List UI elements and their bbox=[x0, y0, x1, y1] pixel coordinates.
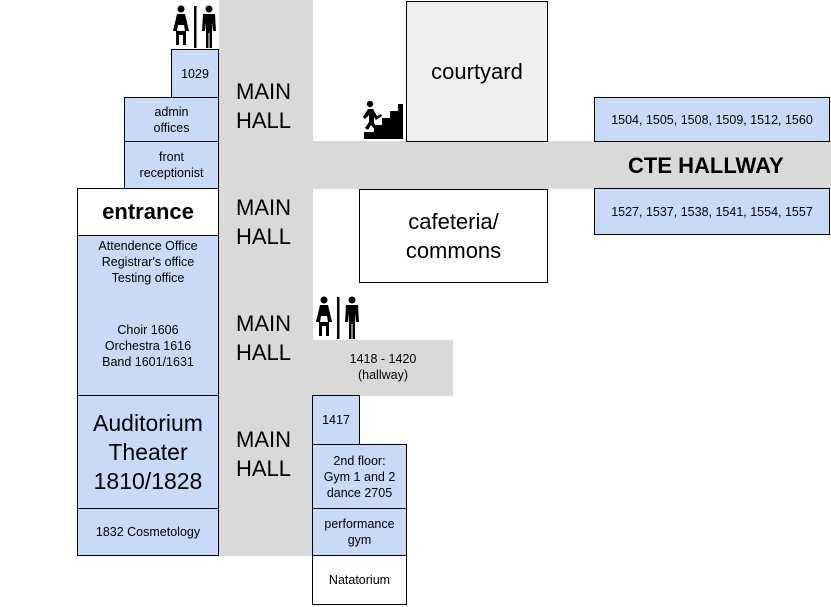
stairs-icon bbox=[363, 100, 403, 139]
front-receptionist: front receptionist bbox=[124, 141, 219, 189]
main-hall-label-1: MAIN HALL bbox=[236, 79, 292, 133]
main-hall-label-3: MAIN HALL bbox=[236, 311, 292, 365]
cte-hallway-label: CTE HALLWAY bbox=[628, 153, 784, 178]
hallway-1418 bbox=[313, 340, 453, 396]
main-hall-label-2: MAIN HALL bbox=[236, 195, 292, 249]
cosmetology: 1832 Cosmetology bbox=[77, 508, 219, 556]
entrance: entrance bbox=[77, 188, 219, 236]
room-1418-1420: 1418 - 1420 (hallway) bbox=[349, 352, 417, 382]
attendance-office: Attendence Office Registrar's office Tes… bbox=[77, 235, 219, 298]
natatorium: Natatorium bbox=[312, 555, 407, 605]
admin-offices: admin offices bbox=[124, 97, 219, 142]
cte-rooms-north: 1504, 1505, 1508, 1509, 1512, 1560 bbox=[594, 97, 830, 142]
music-rooms: Choir 1606 Orchestra 1616 Band 1601/1631 bbox=[77, 297, 219, 396]
restroom-icon bbox=[173, 5, 216, 48]
main-hall-label-4: MAIN HALL bbox=[236, 427, 292, 481]
performance-gym: performance gym bbox=[312, 508, 407, 556]
auditorium-theater: Auditorium Theater 1810/1828 bbox=[77, 395, 219, 509]
main-hallway bbox=[219, 0, 313, 556]
cafeteria-commons: cafeteria/ commons bbox=[359, 189, 548, 283]
gym-second-floor: 2nd floor: Gym 1 and 2 dance 2705 bbox=[312, 444, 407, 509]
cte-rooms-south: 1527, 1537, 1538, 1541, 1554, 1557 bbox=[594, 188, 830, 235]
room-1029: 1029 bbox=[171, 49, 219, 98]
cte-hallway-corridor bbox=[313, 141, 831, 189]
restroom-icon bbox=[316, 296, 359, 339]
courtyard: courtyard bbox=[406, 1, 548, 142]
room-1417: 1417 bbox=[312, 395, 360, 445]
